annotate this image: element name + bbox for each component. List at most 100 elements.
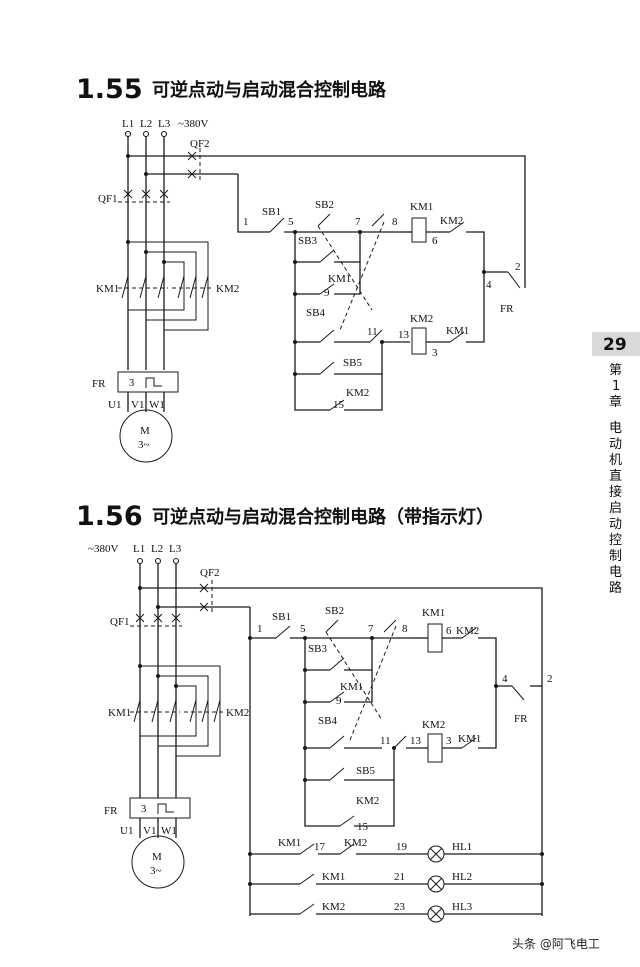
contactor-km1-main bbox=[118, 275, 168, 299]
node-label: 7 bbox=[368, 623, 374, 635]
chapter-title-char: 控 bbox=[609, 533, 622, 548]
supply-voltage: ~380V bbox=[178, 118, 208, 130]
node-label: 5 bbox=[300, 623, 306, 635]
chapter-title-char: 接 bbox=[609, 484, 622, 500]
button-label: SB1 bbox=[262, 206, 281, 218]
node-label: 21 bbox=[394, 871, 405, 883]
coil-label: KM2 bbox=[422, 719, 445, 731]
node-label: 13 bbox=[398, 329, 410, 341]
node-label: 8 bbox=[392, 216, 398, 228]
chapter-title-char: 直 bbox=[609, 469, 622, 484]
page-number: 29 bbox=[603, 335, 627, 355]
node-label: 6 bbox=[432, 235, 438, 247]
node-label: 4 bbox=[486, 279, 492, 291]
thermal-relay-block bbox=[129, 797, 191, 819]
motor-icon bbox=[119, 409, 173, 463]
phase-label: L2 bbox=[151, 543, 163, 555]
terminal-label: W1 bbox=[161, 825, 177, 837]
aux-contact-label: KM2 bbox=[356, 795, 379, 807]
button-label: SB2 bbox=[325, 605, 344, 617]
aux-contact-label: KM2 bbox=[344, 837, 367, 849]
contactor-label: KM2 bbox=[226, 707, 249, 719]
thermal-element-icon bbox=[145, 377, 162, 388]
phase-label: L1 bbox=[133, 543, 145, 555]
chapter-title-char: 电 bbox=[609, 565, 622, 580]
node-label: 9 bbox=[336, 695, 342, 707]
chapter-char: 第 bbox=[609, 363, 622, 378]
motor-label: M bbox=[140, 425, 150, 437]
node-label: 1 bbox=[243, 216, 249, 228]
relay-label: FR bbox=[92, 378, 106, 390]
node-label: 13 bbox=[410, 735, 422, 747]
button-label: SB4 bbox=[318, 715, 337, 727]
breaker-label: QF1 bbox=[110, 616, 130, 628]
interlock-label: KM1 bbox=[458, 733, 481, 745]
motor-label: M bbox=[152, 851, 162, 863]
node-label: 15 bbox=[333, 399, 345, 411]
terminal-label: U1 bbox=[120, 825, 133, 837]
phase-label: L1 bbox=[122, 118, 134, 130]
chapter-side-tab: 29 第 1 章 电 动 机 直 接 启 动 控 制 电 路 bbox=[592, 332, 640, 596]
aux-contact-label: KM1 bbox=[278, 837, 301, 849]
terminal-label: U1 bbox=[108, 399, 121, 411]
thermal-relay-block bbox=[117, 371, 179, 393]
motor-phase: 3~ bbox=[138, 439, 150, 451]
lamp-label: HL1 bbox=[452, 841, 472, 853]
button-label: SB2 bbox=[315, 199, 334, 211]
circuit-diagram-1-55: L1 L2 L3 ~380V QF1 QF2 bbox=[92, 118, 526, 463]
supply-voltage: ~380V bbox=[88, 543, 118, 555]
breaker-label: QF2 bbox=[200, 567, 220, 579]
interlock-label: KM2 bbox=[440, 215, 463, 227]
contactor-label: KM1 bbox=[108, 707, 131, 719]
node-label: 8 bbox=[402, 623, 408, 635]
section-number: 1.56 bbox=[76, 501, 143, 532]
breaker-qf2 bbox=[199, 580, 213, 614]
node-label: 15 bbox=[357, 821, 369, 833]
node-label: 1 bbox=[257, 623, 263, 635]
chapter-title-char: 制 bbox=[609, 549, 622, 564]
contactor-label: KM2 bbox=[216, 283, 239, 295]
relay-number: 3 bbox=[141, 804, 146, 815]
contactor-label: KM1 bbox=[96, 283, 119, 295]
lamp-label: HL2 bbox=[452, 871, 472, 883]
chapter-title-char: 机 bbox=[609, 453, 622, 468]
chapter-title-char: 电 bbox=[609, 421, 622, 436]
coil-km1 bbox=[427, 623, 443, 653]
contactor-km2-main bbox=[172, 275, 212, 299]
section-title: 可逆点动与启动混合控制电路 bbox=[152, 79, 387, 101]
lamp-label: HL3 bbox=[452, 901, 473, 913]
button-label: SB3 bbox=[308, 643, 327, 655]
indicator-lamp-hl1 bbox=[427, 845, 445, 863]
page-number-tab bbox=[592, 332, 640, 356]
chapter-title-char: 动 bbox=[609, 517, 622, 532]
coil-km1 bbox=[411, 217, 427, 243]
chapter-title-char: 动 bbox=[609, 437, 622, 452]
phase-label: L3 bbox=[169, 543, 182, 555]
phase-label: L3 bbox=[158, 118, 171, 130]
relay-label: FR bbox=[104, 805, 118, 817]
motor-phase: 3~ bbox=[150, 865, 162, 877]
relay-contact-label: FR bbox=[514, 713, 528, 725]
chapter-title-char: 路 bbox=[609, 580, 622, 596]
node-label: 17 bbox=[314, 841, 326, 853]
terminal-l1 bbox=[136, 557, 144, 565]
node-label: 2 bbox=[547, 673, 553, 685]
relay-number: 3 bbox=[129, 378, 134, 389]
node-label: 2 bbox=[515, 261, 521, 273]
aux-contact-label: KM2 bbox=[346, 387, 369, 399]
button-label: SB5 bbox=[356, 765, 375, 777]
section-title: 可逆点动与启动混合控制电路（带指示灯） bbox=[152, 506, 494, 528]
motor-icon bbox=[131, 835, 185, 889]
breaker-qf1 bbox=[130, 613, 182, 627]
node-label: 9 bbox=[324, 287, 330, 299]
node-label: 19 bbox=[396, 841, 408, 853]
section-number: 1.55 bbox=[76, 74, 143, 105]
node-label: 6 bbox=[446, 625, 452, 637]
thermal-element-icon bbox=[157, 803, 174, 814]
contactor-km2-main bbox=[184, 699, 224, 723]
aux-contact-label: KM1 bbox=[340, 681, 363, 693]
phase-label: L2 bbox=[140, 118, 152, 130]
coil-label: KM1 bbox=[410, 201, 433, 213]
node-label: 23 bbox=[394, 901, 406, 913]
terminal-l2 bbox=[142, 130, 150, 138]
